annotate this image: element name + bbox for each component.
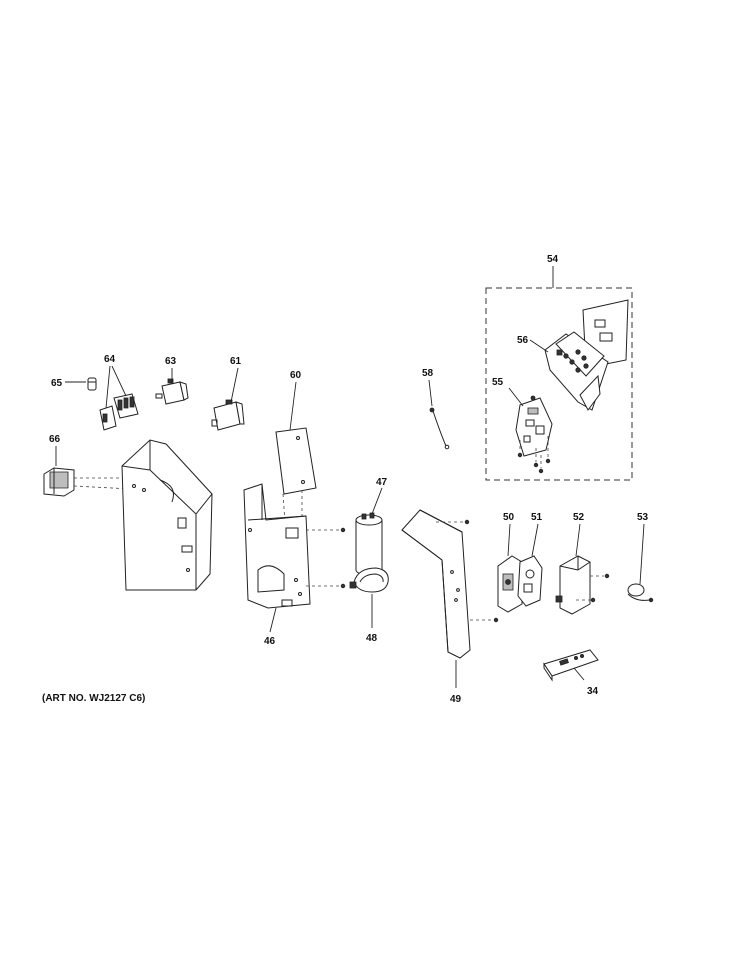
part-46-bracket: 46 [243,483,346,647]
part-55-control-board: 55 [492,377,553,474]
part-48-strap: 48 [349,567,389,644]
callout-53: 53 [637,512,649,523]
callout-47: 47 [376,477,388,488]
part-65-fuse: 65 [51,377,97,391]
callout-46: 46 [264,636,276,647]
part-54-dashed-box [485,287,633,481]
part-60-cover-plate: 60 [275,370,317,523]
part-34-remote-control: 34 [543,649,599,697]
part-63-relay: 63 [155,356,189,405]
part-56-control-panel: 56 [517,299,629,411]
callout-64: 64 [104,354,116,365]
callout-55: 55 [492,377,504,388]
part-54-group: 54 [485,254,633,481]
part-61-relay: 61 [211,356,245,431]
callout-50: 50 [503,512,515,523]
art-number: (ART NO. WJ2127 C6) [42,693,145,704]
callout-66: 66 [49,434,61,445]
part-50-housing: 50 [497,512,523,613]
callout-51: 51 [531,512,543,523]
callout-52: 52 [573,512,585,523]
callout-56: 56 [517,335,529,346]
part-52-cover: 52 [555,512,610,615]
callout-60: 60 [290,370,302,381]
part-66-transformer: 66 [43,434,151,497]
part-58-sensor: 58 [422,368,450,450]
callout-61: 61 [230,356,242,367]
callout-63: 63 [165,356,177,367]
left-control-box-housing [121,439,213,591]
callout-65: 65 [51,378,63,389]
part-49-box-cover: 49 [401,509,499,705]
callout-54: 54 [547,254,559,265]
callout-58: 58 [422,368,434,379]
callout-34: 34 [587,686,599,697]
callout-49: 49 [450,694,462,705]
callout-48: 48 [366,633,378,644]
part-47-capacitor: 47 [355,477,388,576]
part-51-receiver-board: 51 [517,512,543,607]
part-53-wire-loop: 53 [627,512,654,603]
part-64-terminal-block: 64 [99,354,139,431]
